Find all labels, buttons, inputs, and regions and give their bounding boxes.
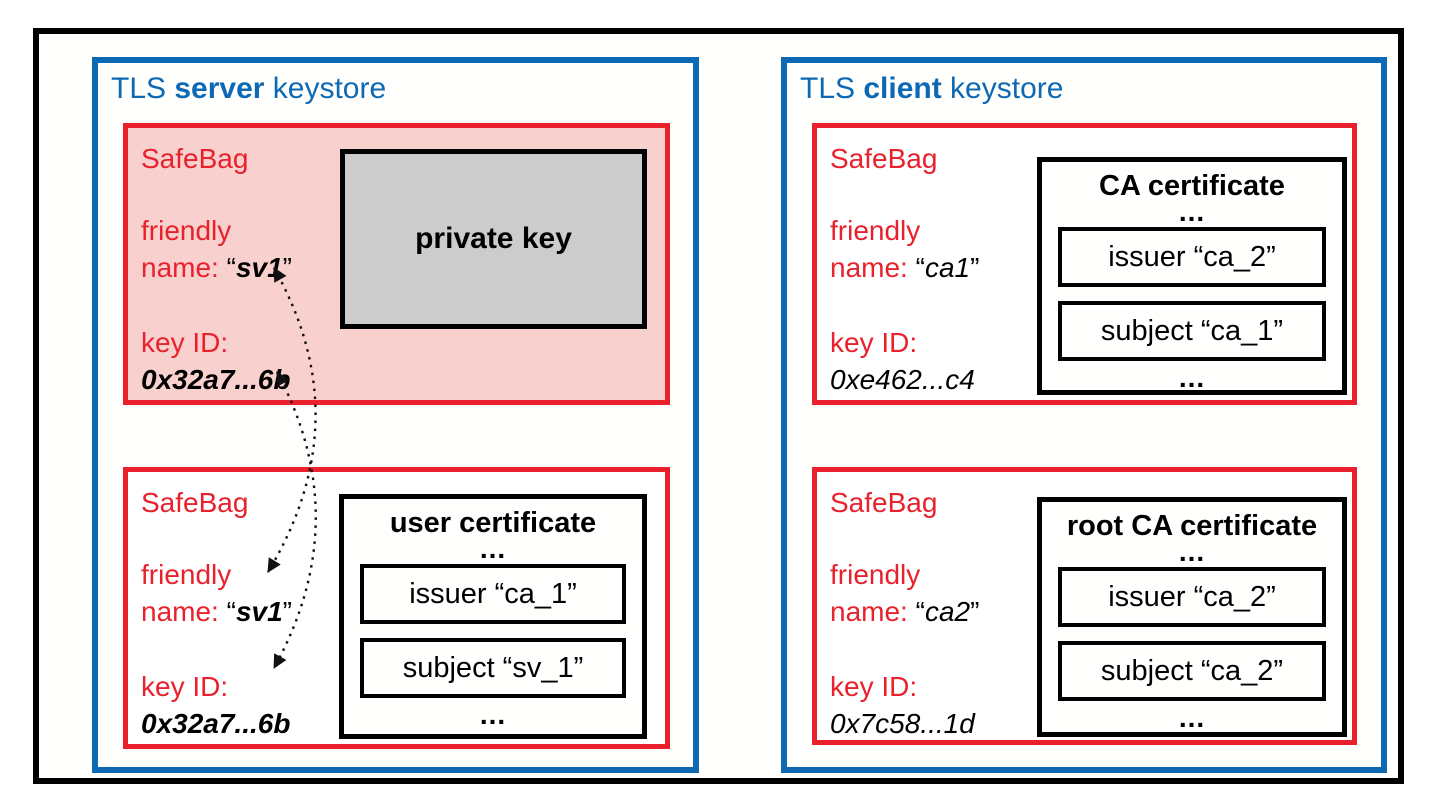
key-id-field: key ID:0xe462...c4 [830,327,975,395]
ellipsis: ... [1178,196,1206,227]
issuer-row: issuer “ca_2” [1058,567,1326,627]
key-id-field: key ID:0x32a7...6b [141,671,291,739]
keystore-title-post: keystore [264,72,387,105]
private-key-box: private key [340,149,647,329]
user-certificate-box: user certificate ... issuer “ca_1” subje… [339,494,647,739]
certificate-title: CA certificate [1099,170,1285,202]
friendly-name-value: sv1 [235,596,283,627]
keystore-title: TLS client keystore [800,71,1381,107]
ellipsis: ... [479,533,507,564]
friendly-name-value: ca2 [924,596,971,627]
ellipsis: ... [479,699,507,730]
issuer-row: issuer “ca_1” [360,564,626,624]
subject-row: subject “sv_1” [360,638,626,698]
keystore-title-pre: TLS [111,72,175,105]
subject-row: subject “ca_2” [1058,641,1326,701]
safebag-label: SafeBag [141,143,249,174]
subject-row: subject “ca_1” [1058,301,1326,361]
key-id-value: 0xe462...c4 [830,364,975,395]
certificate-title: user certificate [389,507,597,539]
ellipsis: ... [1178,536,1206,567]
safebag-label: SafeBag [830,487,938,518]
keystore-title: TLS server keystore [111,71,693,107]
key-id-value: 0x32a7...6b [141,364,291,395]
keystore-title-pre: TLS [800,72,864,105]
friendly-name-value: ca1 [924,252,971,283]
issuer-row: issuer “ca_2” [1058,227,1326,287]
key-id-value: 0x7c58...1d [830,708,975,739]
safebag-label: SafeBag [830,143,938,174]
keystore-title-bold: server [174,72,265,105]
safebag-label: SafeBag [141,487,249,518]
ellipsis: ... [1178,362,1206,393]
certificate-title: root CA certificate [1066,510,1318,542]
root-ca-certificate-box: root CA certificate ... issuer “ca_2” su… [1037,497,1347,737]
key-id-field: key ID:0x32a7...6b [141,327,291,395]
keystore-title-bold: client [863,72,942,105]
ca-certificate-box: CA certificate ... issuer “ca_2” subject… [1037,157,1347,395]
key-id-field: key ID:0x7c58...1d [830,671,975,739]
ellipsis: ... [1178,702,1206,733]
private-key-label: private key [415,222,572,255]
keystore-title-post: keystore [941,72,1064,105]
friendly-name-value: sv1 [235,252,283,283]
key-id-value: 0x32a7...6b [141,708,291,739]
